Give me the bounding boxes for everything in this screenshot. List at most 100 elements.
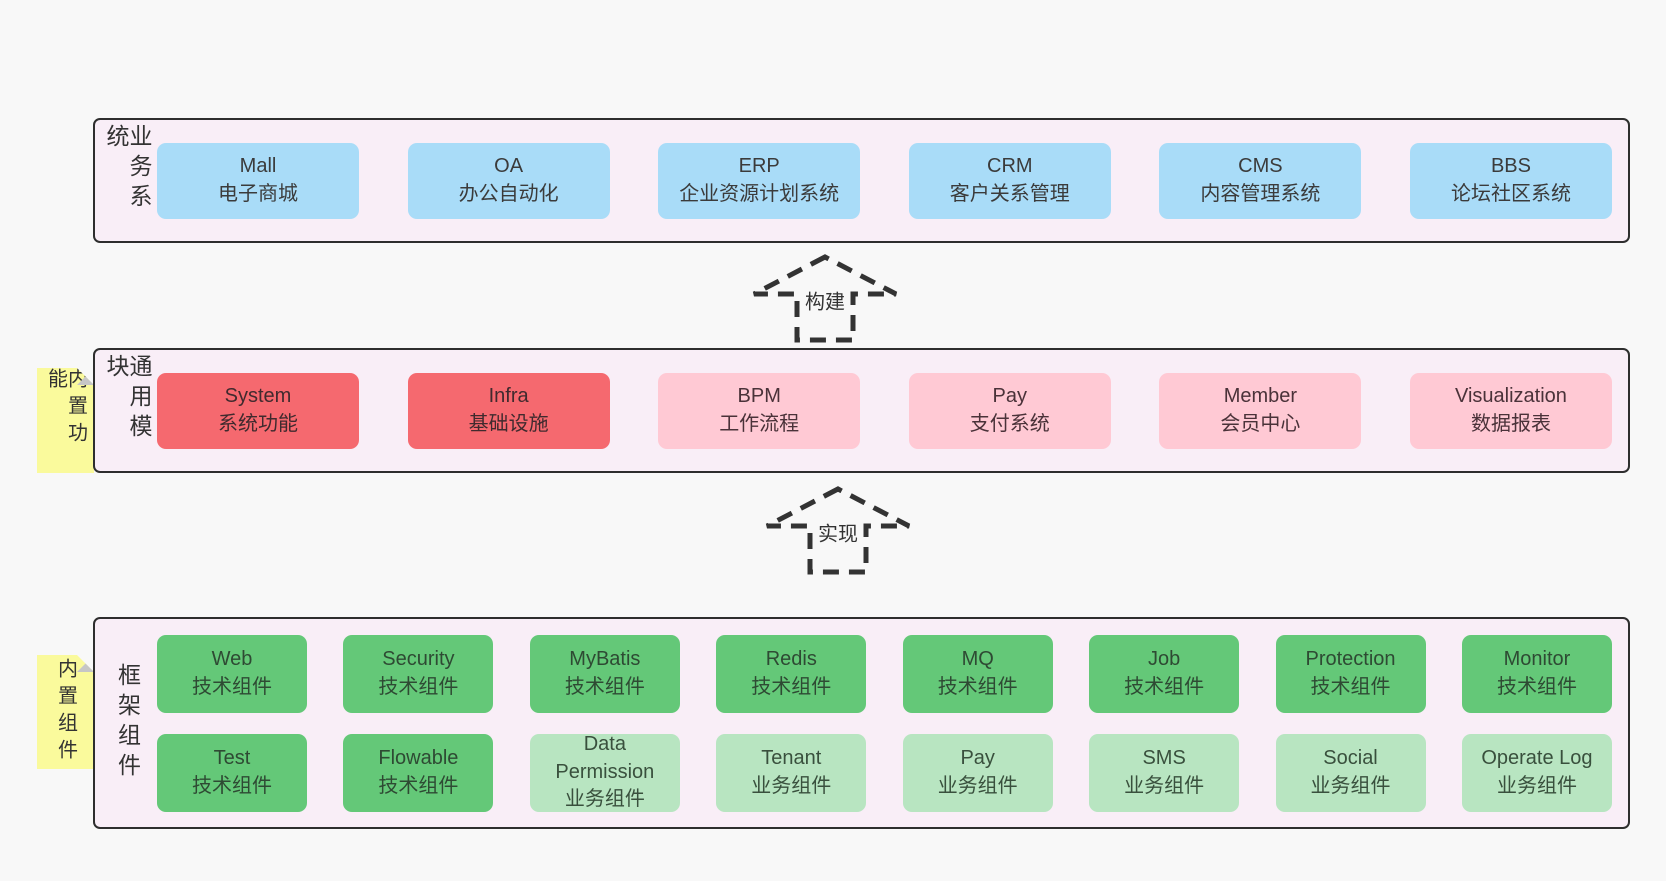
module-box-title: Pay bbox=[960, 746, 995, 769]
module-box-title: System bbox=[224, 384, 292, 407]
module-box-flowable: Flowable 技术组件 bbox=[343, 733, 494, 812]
common-modules-panel: 通用模块 System 系统功能 Infra 基础设施 BPM 工作流程 Pay 支付系统 Me… bbox=[93, 348, 1630, 473]
module-box-mall: Mall 电子商城 bbox=[157, 142, 359, 219]
implement-arrow-up: 实现 bbox=[763, 486, 913, 576]
module-box-subtitle: 技术组件 bbox=[1496, 675, 1577, 698]
module-box-subtitle: 技术组件 bbox=[192, 774, 272, 797]
module-box-subtitle: 技术组件 bbox=[1124, 675, 1205, 698]
module-box-title: Monitor bbox=[1503, 647, 1571, 670]
module-box-subtitle: 业务组件 bbox=[751, 774, 832, 797]
module-box-subtitle: 内容管理系统 bbox=[1200, 182, 1321, 205]
module-box-subtitle: 技术组件 bbox=[192, 675, 272, 698]
sticky-note-built-in-components: 内置组件 bbox=[37, 655, 94, 769]
module-box-sms: SMS 业务组件 bbox=[1089, 733, 1240, 812]
module-box-subtitle: 技术组件 bbox=[378, 675, 459, 698]
module-box-title: BBS bbox=[1490, 154, 1531, 177]
module-box-title: MyBatis bbox=[569, 647, 641, 670]
module-box-redis: Redis 技术组件 bbox=[716, 634, 867, 713]
module-box-title: Test bbox=[213, 746, 251, 769]
module-box-protection: Protection 技术组件 bbox=[1275, 634, 1426, 713]
module-box-title: Job bbox=[1147, 647, 1181, 670]
module-box-title: Flowable bbox=[378, 746, 459, 769]
module-box-system: System 系统功能 bbox=[157, 372, 359, 449]
module-box-title: SMS bbox=[1142, 746, 1186, 769]
module-box-title: OA bbox=[494, 154, 524, 177]
module-box-visualization: Visualization 数据报表 bbox=[1409, 372, 1612, 449]
module-box-subtitle: 技术组件 bbox=[1310, 675, 1391, 698]
module-box-web: Web 技术组件 bbox=[157, 634, 307, 713]
module-box-title: BPM bbox=[737, 384, 781, 407]
module-box-monitor: Monitor 技术组件 bbox=[1461, 634, 1612, 713]
module-box-subtitle: 客户关系管理 bbox=[949, 182, 1070, 205]
implement-arrow-label: 实现 bbox=[813, 516, 863, 548]
module-box-title: Data Permission bbox=[555, 733, 655, 783]
module-box-title: Tenant bbox=[761, 746, 822, 769]
module-box-pay: Pay 业务组件 bbox=[902, 733, 1053, 812]
module-box-bbs: BBS 论坛社区系统 bbox=[1409, 142, 1612, 219]
module-box-title: Protection bbox=[1305, 647, 1396, 670]
module-box-oa: OA 办公自动化 bbox=[407, 142, 610, 219]
module-box-subtitle: 电子商城 bbox=[218, 182, 298, 205]
module-box-member: Member 会员中心 bbox=[1159, 372, 1362, 449]
module-box-subtitle: 技术组件 bbox=[378, 774, 459, 797]
module-box-subtitle: 企业资源计划系统 bbox=[679, 182, 840, 205]
module-box-subtitle: 业务组件 bbox=[564, 788, 645, 811]
module-box-subtitle: 技术组件 bbox=[937, 675, 1018, 698]
module-box-pay: Pay 支付系统 bbox=[908, 372, 1111, 449]
module-box-security: Security 技术组件 bbox=[343, 634, 494, 713]
folded-corner-icon bbox=[77, 655, 94, 672]
module-box-subtitle: 数据报表 bbox=[1470, 412, 1551, 435]
module-box-mq: MQ 技术组件 bbox=[902, 634, 1053, 713]
module-box-title: Operate Log bbox=[1481, 746, 1593, 769]
module-box-data-permission: Data Permission 业务组件 bbox=[529, 733, 680, 812]
module-box-subtitle: 技术组件 bbox=[751, 675, 832, 698]
module-box-bpm: BPM 工作流程 bbox=[658, 372, 861, 449]
module-box-title: Security bbox=[382, 647, 455, 670]
module-box-subtitle: 技术组件 bbox=[564, 675, 645, 698]
module-box-subtitle: 会员中心 bbox=[1220, 412, 1301, 435]
module-box-title: Pay bbox=[992, 384, 1028, 407]
module-box-subtitle: 业务组件 bbox=[937, 774, 1018, 797]
build-arrow-label: 构建 bbox=[800, 284, 850, 316]
dashed-up-arrow-icon bbox=[765, 486, 911, 575]
module-box-title: Mall bbox=[239, 154, 277, 177]
module-box-job: Job 技术组件 bbox=[1089, 634, 1240, 713]
module-box-mybatis: MyBatis 技术组件 bbox=[529, 634, 680, 713]
module-box-title: Web bbox=[211, 647, 253, 670]
module-box-title: Social bbox=[1323, 746, 1378, 769]
module-box-subtitle: 论坛社区系统 bbox=[1450, 182, 1571, 205]
framework-components-panel-label: 框架组件 bbox=[114, 663, 141, 783]
module-box-subtitle: 支付系统 bbox=[969, 412, 1050, 435]
common-modules-boxes: System 系统功能 Infra 基础设施 BPM 工作流程 Pay 支付系统 Member 会… bbox=[153, 350, 1628, 471]
sticky-note-built-in-features: 内置功能 bbox=[37, 368, 94, 473]
module-box-title: MQ bbox=[961, 647, 994, 670]
module-box-subtitle: 业务组件 bbox=[1124, 774, 1205, 797]
module-box-tenant: Tenant 业务组件 bbox=[716, 733, 867, 812]
module-box-title: CMS bbox=[1238, 154, 1283, 177]
folded-corner-icon bbox=[77, 368, 94, 385]
module-box-subtitle: 系统功能 bbox=[218, 412, 298, 435]
build-arrow-up: 构建 bbox=[750, 254, 900, 344]
module-box-subtitle: 基础设施 bbox=[468, 412, 549, 435]
module-box-operate-log: Operate Log 业务组件 bbox=[1461, 733, 1612, 812]
module-box-subtitle: 业务组件 bbox=[1496, 774, 1577, 797]
common-modules-panel-label: 通用模块 bbox=[103, 354, 152, 444]
sticky-note-label: 内置组件 bbox=[54, 658, 77, 766]
module-box-title: Infra bbox=[488, 384, 529, 407]
module-box-subtitle: 工作流程 bbox=[719, 412, 800, 435]
module-box-title: Member bbox=[1223, 384, 1298, 407]
dashed-up-arrow-icon bbox=[752, 254, 898, 343]
business-systems-panel-label: 业务系统 bbox=[103, 124, 152, 214]
module-box-test: Test 技术组件 bbox=[157, 733, 307, 812]
sticky-note-label: 内置功能 bbox=[44, 368, 87, 449]
module-box-title: Redis bbox=[765, 647, 817, 670]
module-box-subtitle: 办公自动化 bbox=[458, 182, 559, 205]
module-box-title: Visualization bbox=[1455, 384, 1567, 407]
